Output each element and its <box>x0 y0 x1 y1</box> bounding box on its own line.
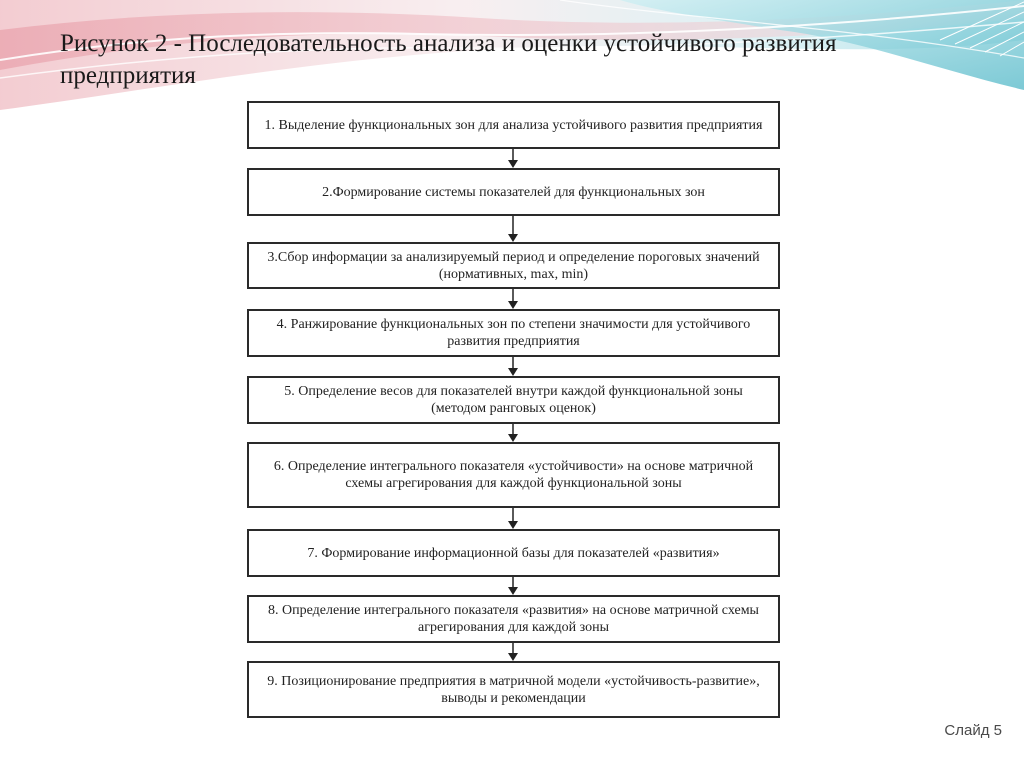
slide-number: Слайд 5 <box>944 722 1002 739</box>
step-7-box: 7. Формирование информационной базы для … <box>247 529 780 577</box>
arrow-down-icon <box>508 357 518 376</box>
step-6-box: 6. Определение интегрального показателя … <box>247 442 780 508</box>
arrow-down-icon <box>508 508 518 529</box>
arrow-down-icon <box>508 149 518 168</box>
arrow-down-icon <box>508 289 518 309</box>
step-2-box: 2.Формирование системы показателей для ф… <box>247 168 780 216</box>
step-1-box: 1. Выделение функциональных зон для анал… <box>247 101 780 149</box>
arrow-down-icon <box>508 577 518 595</box>
step-3-box: 3.Сбор информации за анализируемый перио… <box>247 242 780 289</box>
arrow-down-icon <box>508 643 518 661</box>
step-5-box: 5. Определение весов для показателей вну… <box>247 376 780 424</box>
step-4-box: 4. Ранжирование функциональных зон по ст… <box>247 309 780 357</box>
step-9-box: 9. Позиционирование предприятия в матрич… <box>247 661 780 718</box>
slide-title: Рисунок 2 - Последовательность анализа и… <box>60 30 837 89</box>
step-8-box: 8. Определение интегрального показателя … <box>247 595 780 643</box>
process-flowchart: 1. Выделение функциональных зон для анал… <box>185 96 840 736</box>
arrow-down-icon <box>508 424 518 442</box>
arrow-down-icon <box>508 216 518 242</box>
